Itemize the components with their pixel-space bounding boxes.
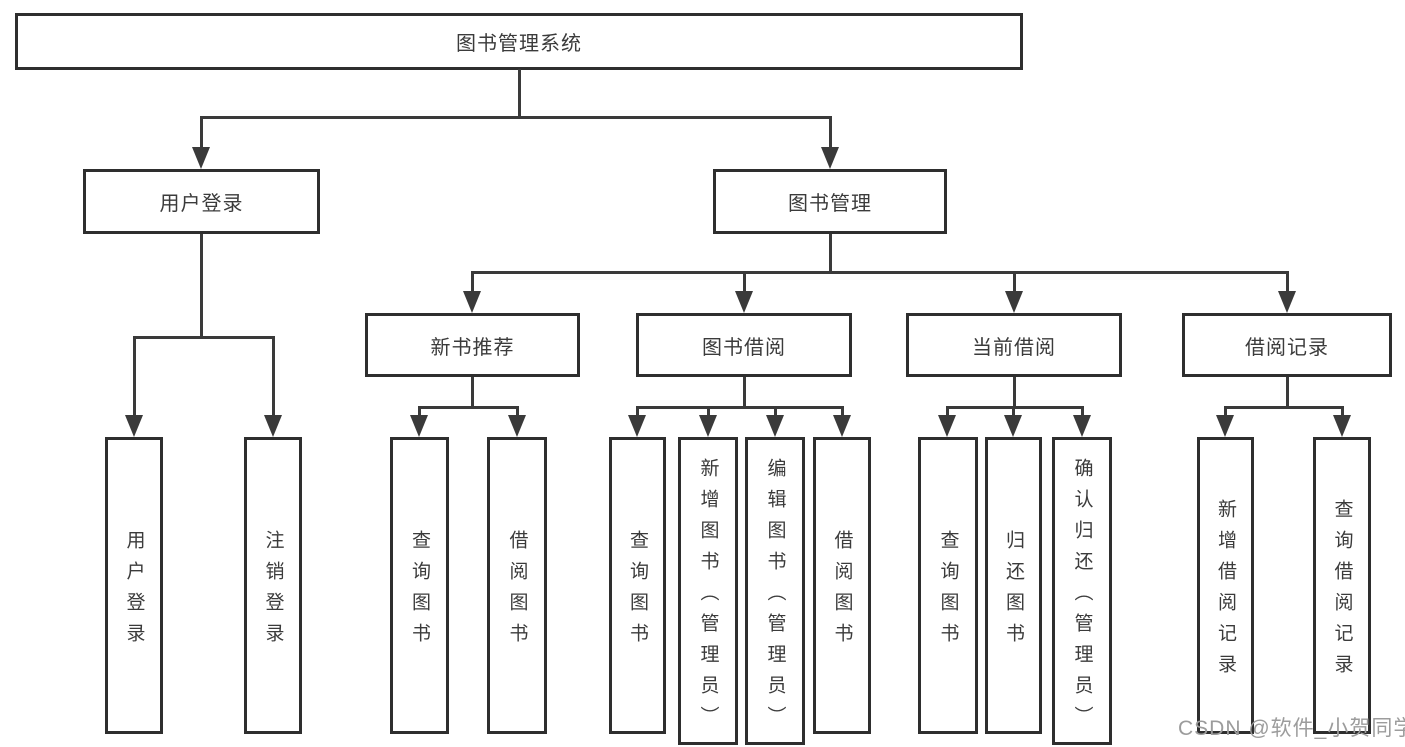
- line: [200, 116, 832, 119]
- line: [1013, 271, 1016, 293]
- line: [200, 116, 203, 149]
- node-root: 图书管理系统: [15, 13, 1023, 70]
- line: [200, 234, 203, 338]
- line: [946, 406, 1084, 409]
- line: [471, 271, 474, 293]
- line: [272, 336, 275, 417]
- line: [471, 271, 1289, 274]
- arrow-down-icon: [735, 291, 753, 313]
- leaf-borrow-query-books: 查询图书: [609, 437, 666, 734]
- line: [1224, 406, 1227, 417]
- line: [707, 406, 710, 417]
- arrow-down-icon: [264, 415, 282, 437]
- leaf-add-borrow-record: 新增借阅记录: [1197, 437, 1254, 734]
- leaf-edit-books-admin: 编辑图书（管理员）: [745, 437, 805, 745]
- arrow-down-icon: [699, 415, 717, 437]
- arrow-down-icon: [1278, 291, 1296, 313]
- leaf-recommend-borrow-books: 借阅图书: [487, 437, 547, 734]
- arrow-down-icon: [938, 415, 956, 437]
- line: [471, 377, 474, 409]
- leaf-current-query-books: 查询图书: [918, 437, 978, 734]
- line: [1081, 406, 1084, 417]
- line: [1012, 406, 1015, 417]
- node-book-management: 图书管理: [713, 169, 947, 234]
- arrow-down-icon: [192, 147, 210, 169]
- arrow-down-icon: [766, 415, 784, 437]
- line: [636, 406, 844, 409]
- arrow-down-icon: [463, 291, 481, 313]
- arrow-down-icon: [1216, 415, 1234, 437]
- line: [418, 406, 421, 417]
- line: [829, 234, 832, 273]
- node-borrow-record: 借阅记录: [1182, 313, 1392, 377]
- line: [133, 336, 136, 417]
- line: [1286, 377, 1289, 409]
- watermark: CSDN @软件_小贺同学: [1178, 717, 1405, 740]
- arrow-down-icon: [125, 415, 143, 437]
- line: [418, 406, 519, 409]
- leaf-confirm-return-admin: 确认归还（管理员）: [1052, 437, 1112, 745]
- arrow-down-icon: [833, 415, 851, 437]
- leaf-query-borrow-record: 查询借阅记录: [1313, 437, 1371, 734]
- arrow-down-icon: [821, 147, 839, 169]
- arrow-down-icon: [1005, 291, 1023, 313]
- leaf-add-books-admin: 新增图书（管理员）: [678, 437, 738, 745]
- line: [1286, 271, 1289, 293]
- line: [518, 69, 521, 118]
- line: [1013, 377, 1016, 409]
- node-new-book-recommend: 新书推荐: [365, 313, 580, 377]
- node-current-borrow: 当前借阅: [906, 313, 1122, 377]
- line: [774, 406, 777, 417]
- leaf-logout: 注销登录: [244, 437, 302, 734]
- leaf-user-login: 用户登录: [105, 437, 163, 734]
- line: [636, 406, 639, 417]
- line: [1224, 406, 1344, 409]
- arrow-down-icon: [508, 415, 526, 437]
- arrow-down-icon: [1004, 415, 1022, 437]
- line: [743, 271, 746, 293]
- line: [133, 336, 274, 339]
- arrow-down-icon: [410, 415, 428, 437]
- arrow-down-icon: [1073, 415, 1091, 437]
- leaf-return-books: 归还图书: [985, 437, 1042, 734]
- line: [829, 116, 832, 149]
- node-book-borrow: 图书借阅: [636, 313, 852, 377]
- arrow-down-icon: [628, 415, 646, 437]
- leaf-borrow-borrow-books: 借阅图书: [813, 437, 871, 734]
- line: [516, 406, 519, 417]
- node-user-login: 用户登录: [83, 169, 320, 234]
- line: [743, 377, 746, 409]
- leaf-recommend-query-books: 查询图书: [390, 437, 449, 734]
- line: [1341, 406, 1344, 417]
- line: [946, 406, 949, 417]
- arrow-down-icon: [1333, 415, 1351, 437]
- line: [841, 406, 844, 417]
